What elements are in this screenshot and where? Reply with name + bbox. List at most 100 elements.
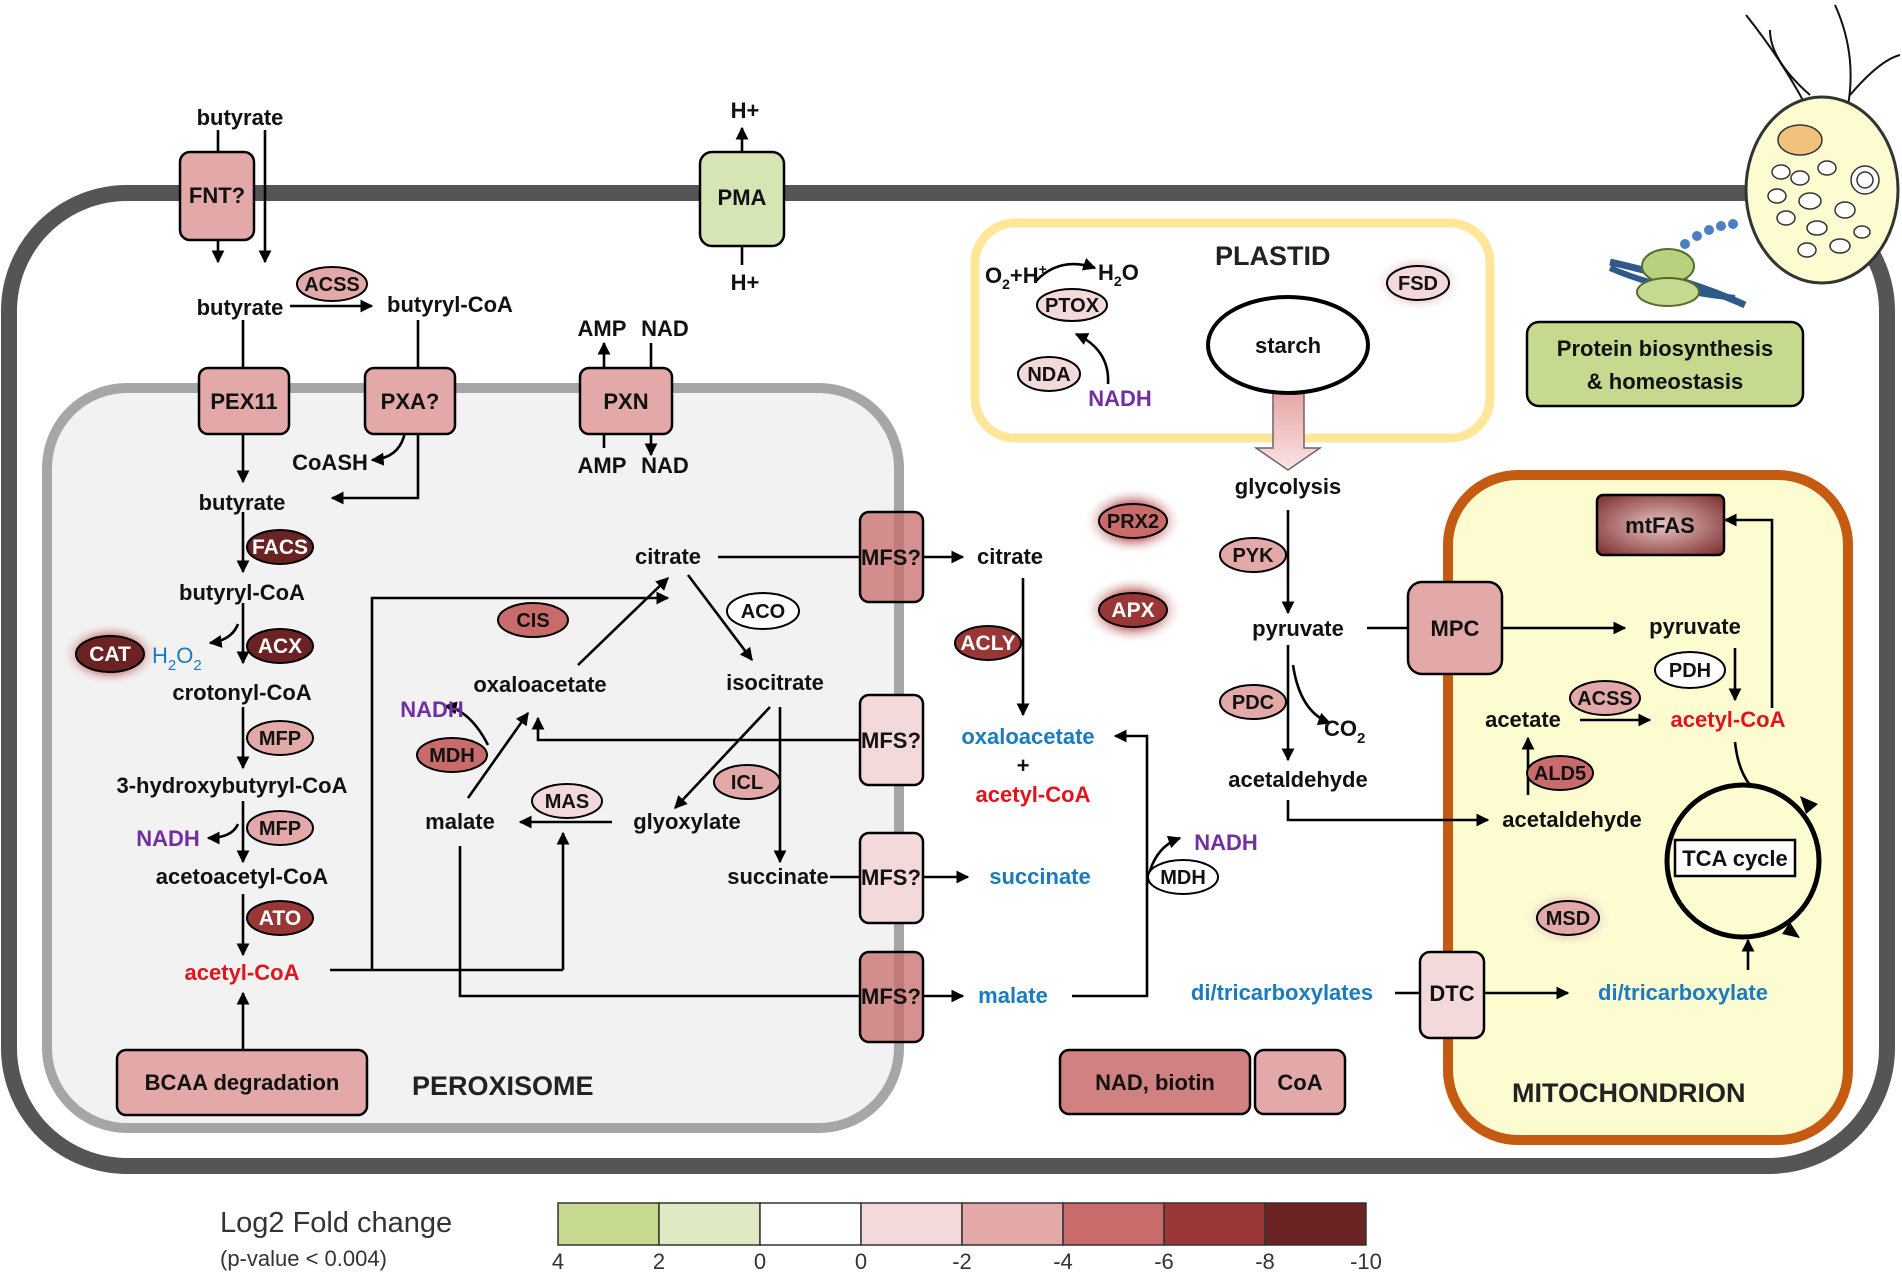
mdh-peroxisome-label: MDH [429, 745, 475, 767]
legend-tick-label: -6 [1154, 1249, 1174, 1274]
alga-cell-icon [1744, 4, 1901, 285]
nda-label: NDA [1027, 364, 1070, 386]
malate-cytosol: malate [978, 983, 1048, 1008]
aco-label: ACO [741, 601, 785, 623]
ptox-label: PTOX [1045, 295, 1100, 317]
cat-label: CAT [89, 643, 131, 666]
di-tricarboxylates-cytosol: di/tricarboxylates [1191, 980, 1373, 1005]
tca-ring [1664, 782, 1822, 940]
acetaldehyde-mito: acetaldehyde [1502, 807, 1641, 832]
pxa-transporter [363, 366, 457, 436]
amp-top: AMP [578, 316, 627, 341]
pma-transporter [698, 150, 786, 248]
butyryl-coa-peroxisome: butyryl-CoA [179, 580, 305, 605]
mfp-enzyme-2 [246, 810, 314, 846]
nadh-plastid: NADH [1088, 386, 1152, 411]
acss-cytosol-label: ACSS [304, 274, 360, 296]
succinate-peroxisome: succinate [727, 864, 829, 889]
coa-label: CoA [1277, 1070, 1322, 1095]
acetyl-coa-cytosol: acetyl-CoA [976, 782, 1091, 807]
acetyl-coa-mito: acetyl-CoA [1671, 707, 1786, 732]
aco-enzyme [726, 592, 800, 630]
plastid-export-arrow [1253, 392, 1323, 471]
acx-enzyme [246, 628, 314, 664]
pdc-label: PDC [1232, 692, 1274, 714]
legend-swatch [1264, 1202, 1367, 1246]
nadh-peroxisome-beta: NADH [136, 826, 200, 851]
nad-top: NAD [641, 316, 689, 341]
legend-swatch [1062, 1202, 1165, 1246]
mfp-label-2: MFP [259, 818, 301, 840]
pyk-label: PYK [1232, 545, 1274, 567]
h2o2-label: H2O2 [152, 643, 202, 674]
fsd-enzyme [1386, 265, 1450, 301]
h-plus-out: H+ [731, 98, 760, 123]
crotonyl-coa-label: crotonyl-CoA [172, 680, 311, 705]
mdh-cytosol-label: MDH [1160, 867, 1206, 889]
ato-label: ATO [259, 907, 301, 930]
citrate-peroxisome: citrate [635, 544, 701, 569]
protein-label-line2: & homeostasis [1587, 369, 1744, 394]
facs-label: FACS [252, 536, 308, 559]
di-tricarboxylate-mito: di/tricarboxylate [1598, 980, 1768, 1005]
malate-peroxisome: malate [425, 809, 495, 834]
dtc-label: DTC [1429, 981, 1474, 1006]
pma-label: PMA [718, 185, 767, 210]
mfs-malate-label: MFS? [861, 984, 921, 1009]
mas-label: MAS [545, 791, 589, 813]
starch-granule [1206, 295, 1370, 395]
legend-color-bar [557, 1202, 1367, 1246]
cis-label: CIS [516, 610, 549, 632]
prx2-label: PRX2 [1107, 511, 1159, 533]
butyryl-coa-cytosol: butyryl-CoA [387, 292, 513, 317]
mitochondrion-compartment [1443, 470, 1853, 1145]
apx-label: APX [1111, 599, 1154, 622]
mdh-cytosol-enzyme [1147, 859, 1219, 895]
legend-tick-label: -10 [1350, 1249, 1382, 1274]
facs-enzyme [246, 529, 314, 565]
plus-sign: + [1017, 753, 1030, 778]
mfs-succinate-label: MFS? [861, 865, 921, 890]
nad-biotin-box [1058, 1048, 1252, 1116]
legend-swatch [759, 1202, 862, 1246]
pxa-label: PXA? [381, 389, 440, 414]
acly-label: ACLY [960, 632, 1015, 655]
butyrate-cytosol: butyrate [197, 295, 284, 320]
legend-swatch [1163, 1202, 1266, 1246]
apx-enzyme [1098, 592, 1168, 628]
mdh-peroxisome-enzyme [416, 737, 488, 773]
msd-enzyme [1536, 900, 1600, 936]
succinate-cytosol: succinate [989, 864, 1091, 889]
mfs-malate-transporter [858, 950, 925, 1044]
o2-h-label: O2+H+ [985, 261, 1047, 292]
pyruvate-cytosol: pyruvate [1252, 616, 1344, 641]
legend-swatch [557, 1202, 660, 1246]
starch-label: starch [1255, 333, 1321, 358]
butyrate-extracellular: butyrate [197, 105, 284, 130]
mfs-citrate-label: MFS? [861, 545, 921, 570]
coash-label: CoASH [292, 450, 368, 475]
bcaa-label: BCAA degradation [145, 1070, 340, 1095]
butyrate-peroxisome: butyrate [199, 490, 286, 515]
mpc-label: MPC [1431, 616, 1480, 641]
ald5-label: ALD5 [1534, 763, 1586, 785]
acss-mito-label: ACSS [1577, 688, 1633, 710]
isocitrate-label: isocitrate [726, 670, 824, 695]
protein-label-line1: Protein biosynthesis [1557, 336, 1773, 361]
acly-enzyme [954, 625, 1022, 661]
pdh-enzyme [1654, 651, 1726, 689]
legend-tick-label: -8 [1255, 1249, 1275, 1274]
mfs-oxaloacetate-transporter [858, 693, 925, 787]
bcaa-box [115, 1048, 369, 1117]
acetyl-coa-peroxisome: acetyl-CoA [185, 960, 300, 985]
hydroxybutyryl-coa-label: 3-hydroxybutyryl-CoA [116, 773, 347, 798]
ptox-enzyme [1036, 288, 1108, 322]
pex11-transporter [197, 366, 291, 436]
pxn-transporter [578, 366, 674, 436]
icl-enzyme [713, 764, 781, 800]
legend-tick-label: 0 [754, 1249, 766, 1274]
legend-title: Log2 Fold change [220, 1207, 452, 1239]
acetaldehyde-cytosol: acetaldehyde [1228, 767, 1367, 792]
co2-label: CO2 [1324, 716, 1365, 747]
